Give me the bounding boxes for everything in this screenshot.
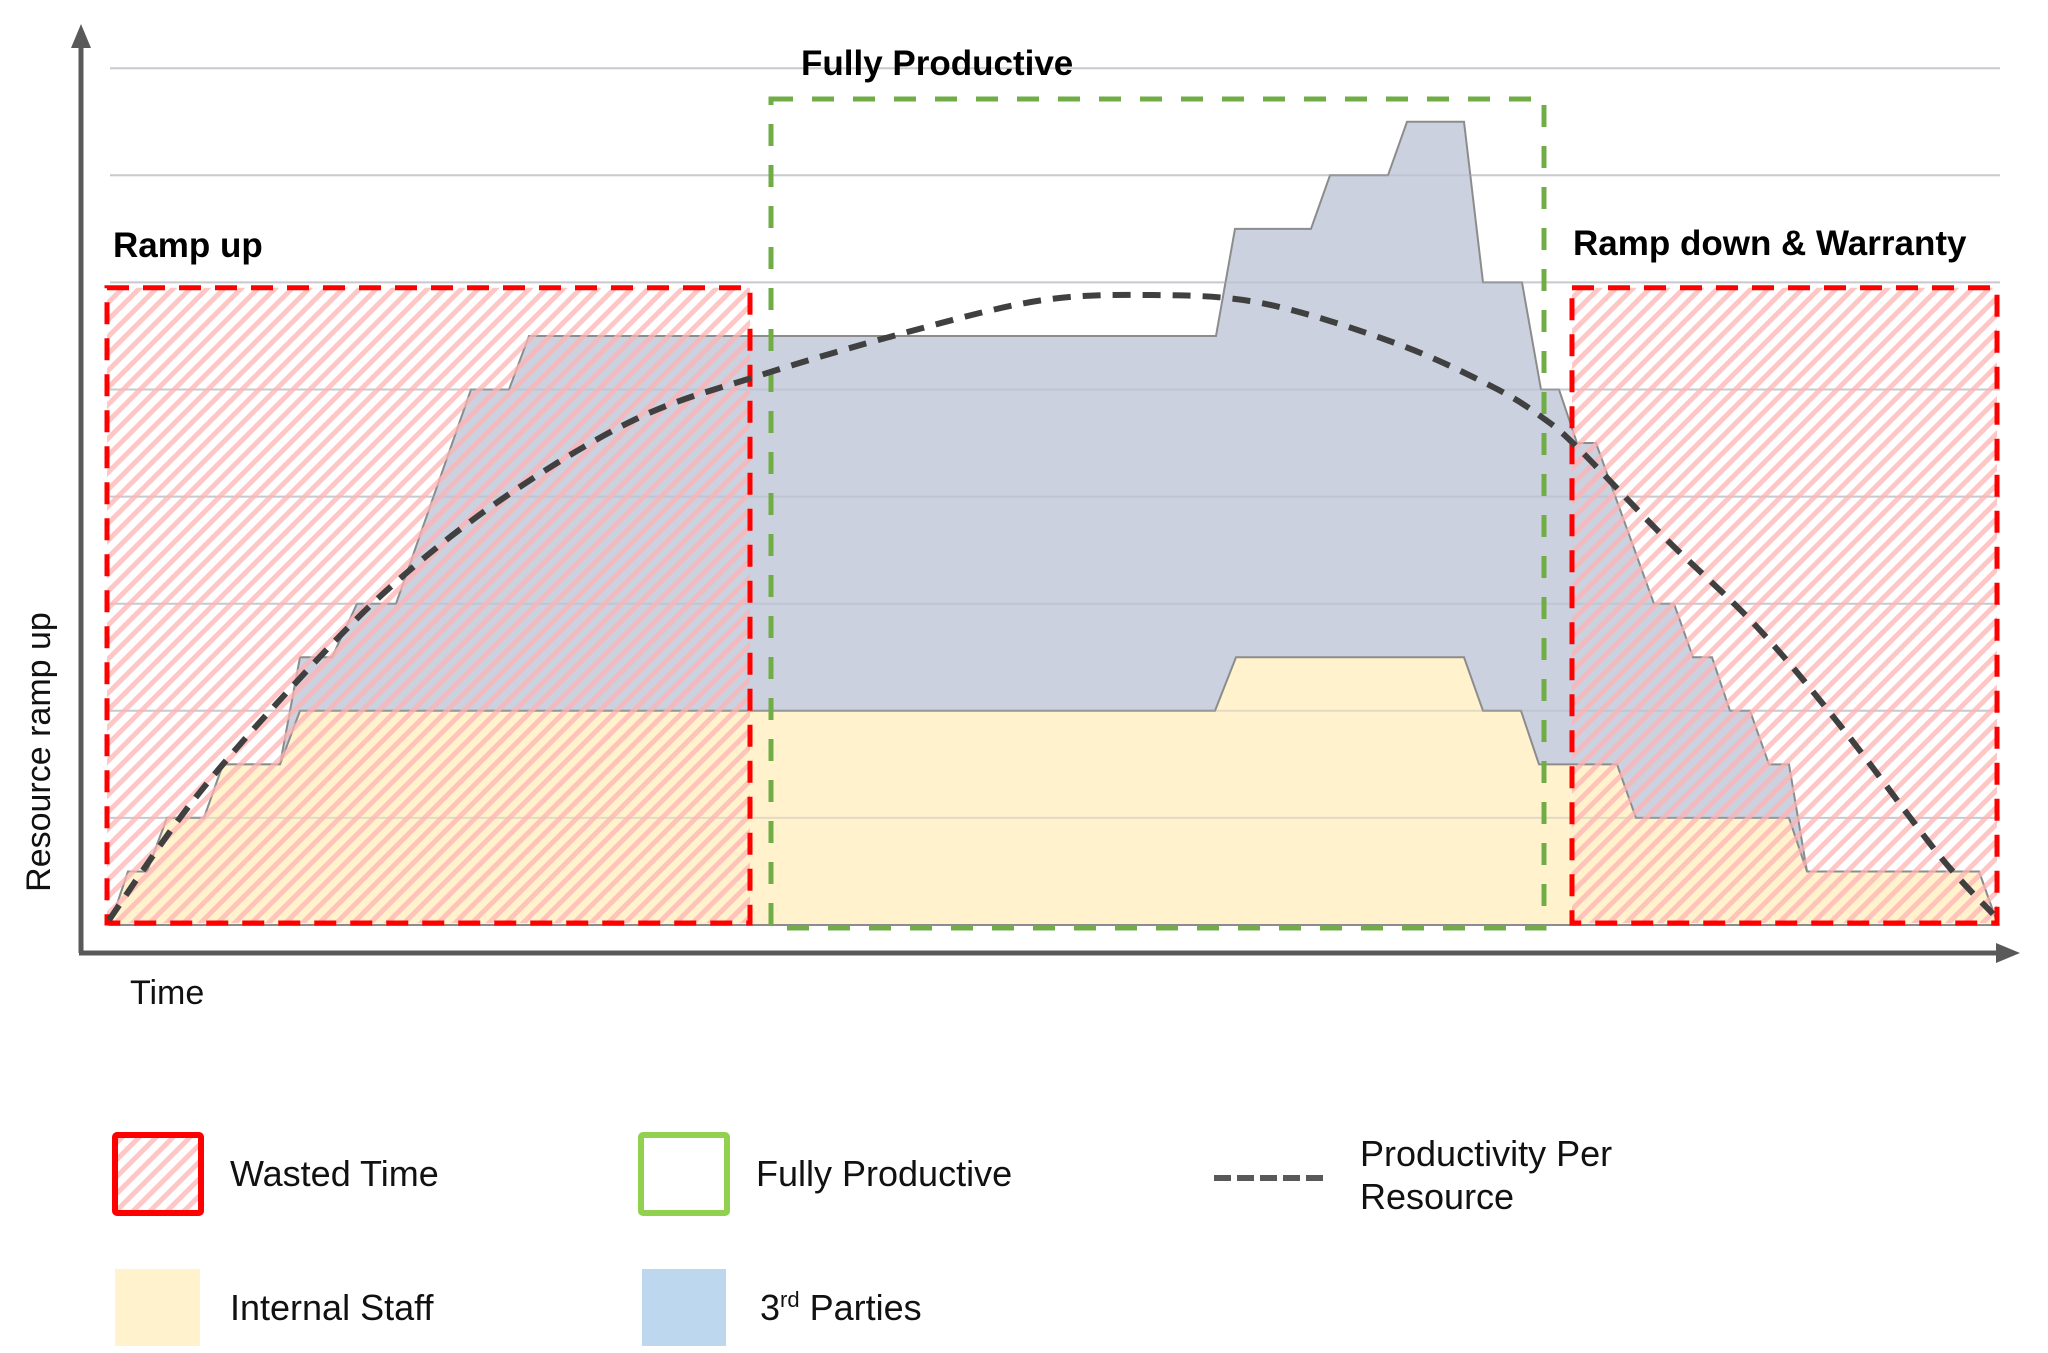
productive-box <box>768 96 1547 931</box>
y-axis-label: Resource ramp up <box>20 612 58 892</box>
legend-productive-swatch <box>638 1132 730 1216</box>
legend-fully-productive-label: Fully Productive <box>756 1153 1013 1194</box>
phase-boxes <box>104 96 2000 931</box>
wasted-box <box>104 285 753 926</box>
x-axis-arrow-icon <box>1996 943 2020 963</box>
legend-wasted-time-label: Wasted Time <box>230 1153 439 1194</box>
legend-productivity-line2: Resource <box>1360 1176 1515 1218</box>
x-axis-label: Time <box>130 974 205 1012</box>
legend-third-parties-label: 3rd Parties <box>760 1286 922 1329</box>
legend-swatches <box>112 1132 1325 1346</box>
legend-third-rest: Parties <box>799 1287 922 1328</box>
wasted-box <box>1569 285 2000 926</box>
legend-internal-staff-label: Internal Staff <box>230 1287 434 1328</box>
phase-label-ramp-up: Ramp up <box>113 226 263 265</box>
y-axis-arrow-icon <box>71 24 91 48</box>
legend-wasted-swatch <box>112 1132 204 1216</box>
legend-internal-swatch <box>115 1269 200 1346</box>
productivity-dashed-line <box>106 291 1996 922</box>
axes <box>71 24 2020 963</box>
legend-productivity-label: Productivity Per Resource <box>1360 1132 1612 1218</box>
phase-label-fully-productive: Fully Productive <box>801 44 1074 83</box>
phase-label-ramp-down: Ramp down & Warranty <box>1573 224 1967 263</box>
legend-third-num: 3 <box>760 1287 781 1328</box>
legend-productivity-line1: Productivity Per <box>1360 1133 1613 1174</box>
productivity-curve <box>106 291 1996 922</box>
wasted-hatch <box>107 287 750 923</box>
wasted-hatch <box>1572 287 1997 923</box>
legend-third-sup: rd <box>780 1287 800 1312</box>
legend-third-parties-swatch <box>642 1269 726 1346</box>
